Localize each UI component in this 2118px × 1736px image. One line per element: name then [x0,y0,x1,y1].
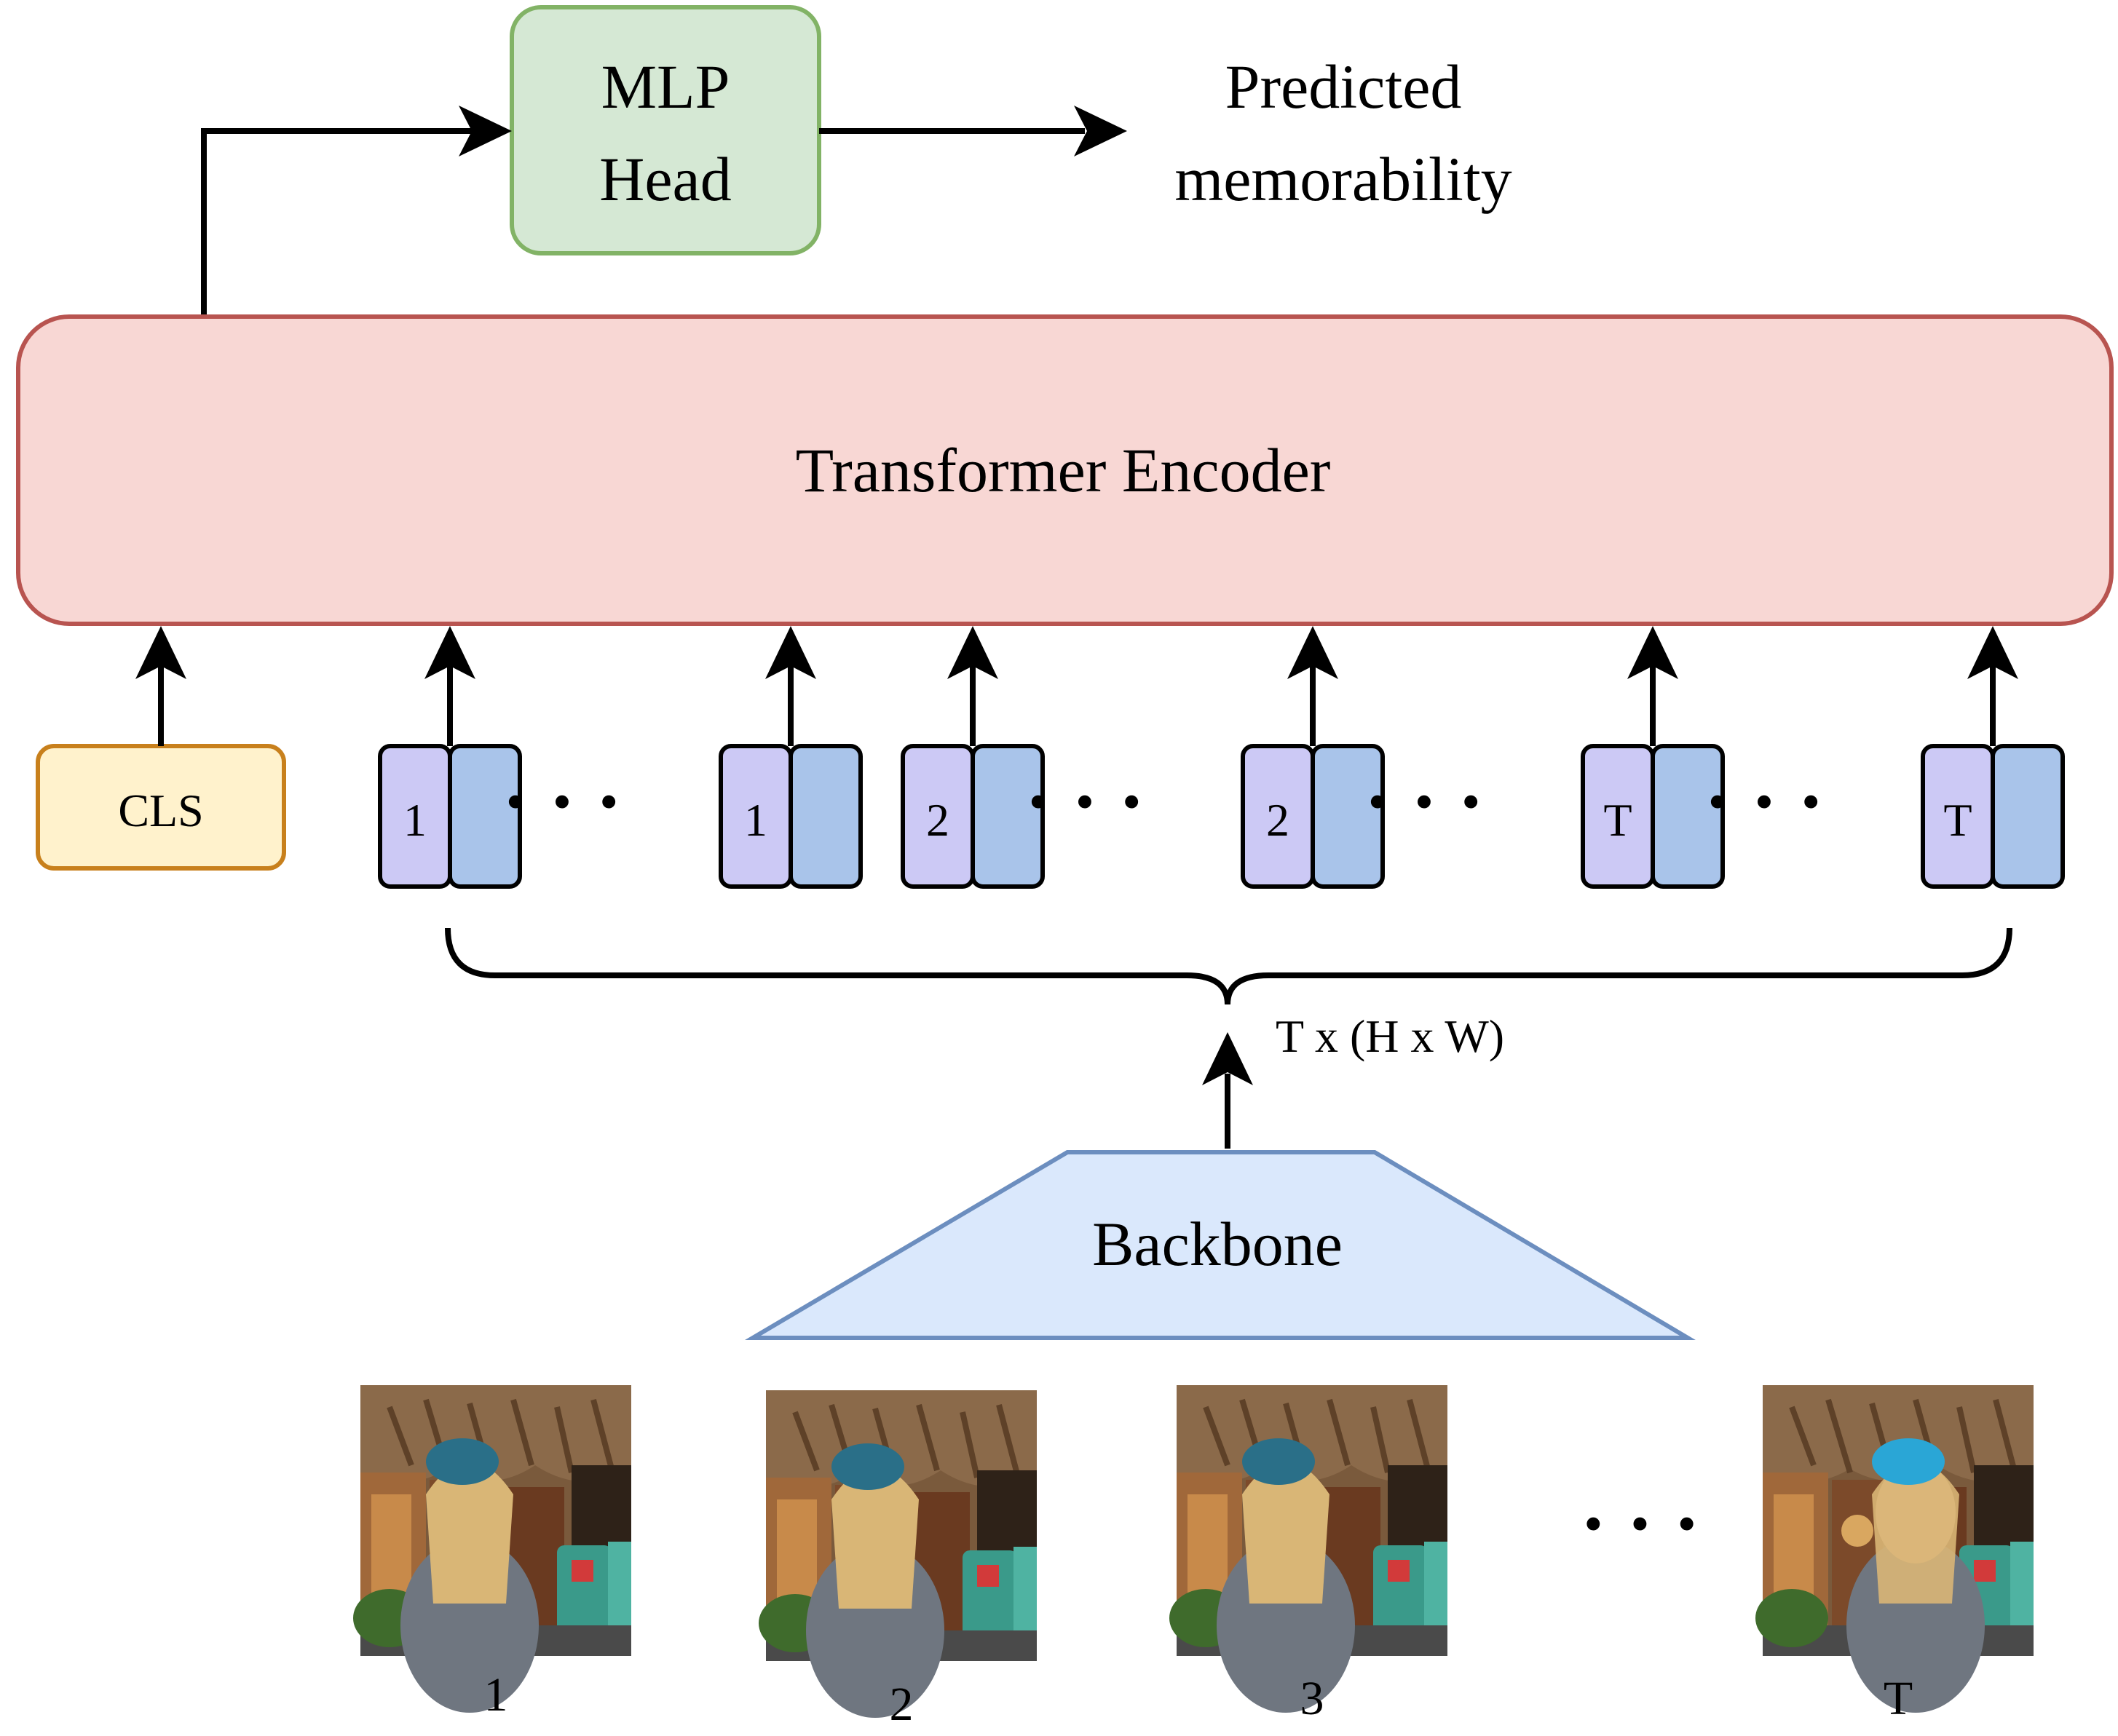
cls-to-mlp-connector [201,128,473,314]
token-index-label: 1 [403,794,427,846]
ear-hat [831,1443,904,1490]
token-ellipsis: · · · [1364,757,1484,846]
person-hair [1242,1462,1329,1604]
token-sequence: 1 1 2 2 T T · · · · · · · · · · · · [378,626,2065,889]
frame-label: 3 [1300,1672,1324,1725]
mlp-head-label-line2: Head [599,144,731,214]
token-pair: T [1921,626,2065,889]
frame-thumbnail: 3 [1169,1385,1447,1725]
transformer-encoder-box [16,314,2114,626]
person-hair [1872,1462,1959,1604]
frame-label: T [1884,1672,1913,1725]
feature-shape-label: T x (H x W) [1276,1010,1504,1062]
token-pair: 2 [901,626,1045,889]
person-hair [831,1467,919,1609]
token-up-arrowhead [1967,626,2018,679]
token-ellipsis: · · · [1704,757,1824,846]
ear-hat [1872,1438,1945,1485]
mlp-head-label-line1: MLP [601,52,730,122]
token-feature-box [1311,744,1385,889]
frames-ellipsis: · · · [1580,1479,1700,1568]
token-ellipsis: · · · [502,757,622,846]
frame-label: 2 [890,1678,914,1731]
token-up-arrowhead [1627,626,1678,679]
output-label-line2: memorability [1174,144,1512,214]
frame-thumbnail: T [1755,1385,2034,1725]
mlp-head-box [510,5,821,255]
cls-up-arrowhead [135,626,186,679]
token-up-arrowhead [947,626,998,679]
token-feature-box [789,744,863,889]
token-pair: 2 [1241,626,1385,889]
token-feature-box [1991,744,2065,889]
token-index-label: 2 [926,794,949,846]
frame-label: 1 [484,1668,508,1721]
person-hair [426,1462,513,1604]
cls-to-mlp-arrowhead [459,106,512,156]
token-feature-box [1651,744,1725,889]
token-index-label: 2 [1266,794,1289,846]
token-feature-box [448,744,522,889]
frame-thumbnail: 1 [353,1385,631,1721]
token-index-label: T [1943,794,1972,846]
ear-hat [1242,1438,1315,1485]
cls-token-label: CLS [118,785,203,836]
backbone-trapezoid [745,1150,1696,1340]
token-index-label: 1 [744,794,767,846]
token-index-label: T [1603,794,1632,846]
output-label-line1: Predicted [1225,52,1462,122]
token-brace [445,927,2012,1005]
token-up-arrowhead [1287,626,1338,679]
token-up-arrowhead [765,626,816,679]
token-feature-box [971,744,1045,889]
token-ellipsis: · · · [1024,757,1145,846]
token-pair: 1 [378,626,522,889]
token-pair: 1 [719,626,863,889]
input-frames: 1 2 3 T [353,1385,2034,1731]
backbone-label: Backbone [1092,1209,1343,1279]
frame-thumbnail: 2 [759,1390,1037,1731]
ear-hat [426,1438,499,1485]
token-up-arrowhead [424,626,475,679]
token-pair: T [1581,626,1725,889]
mlp-to-output-arrowhead [1074,106,1127,156]
backbone-up-arrowhead [1202,1032,1253,1085]
transformer-encoder-label: Transformer Encoder [796,435,1331,505]
